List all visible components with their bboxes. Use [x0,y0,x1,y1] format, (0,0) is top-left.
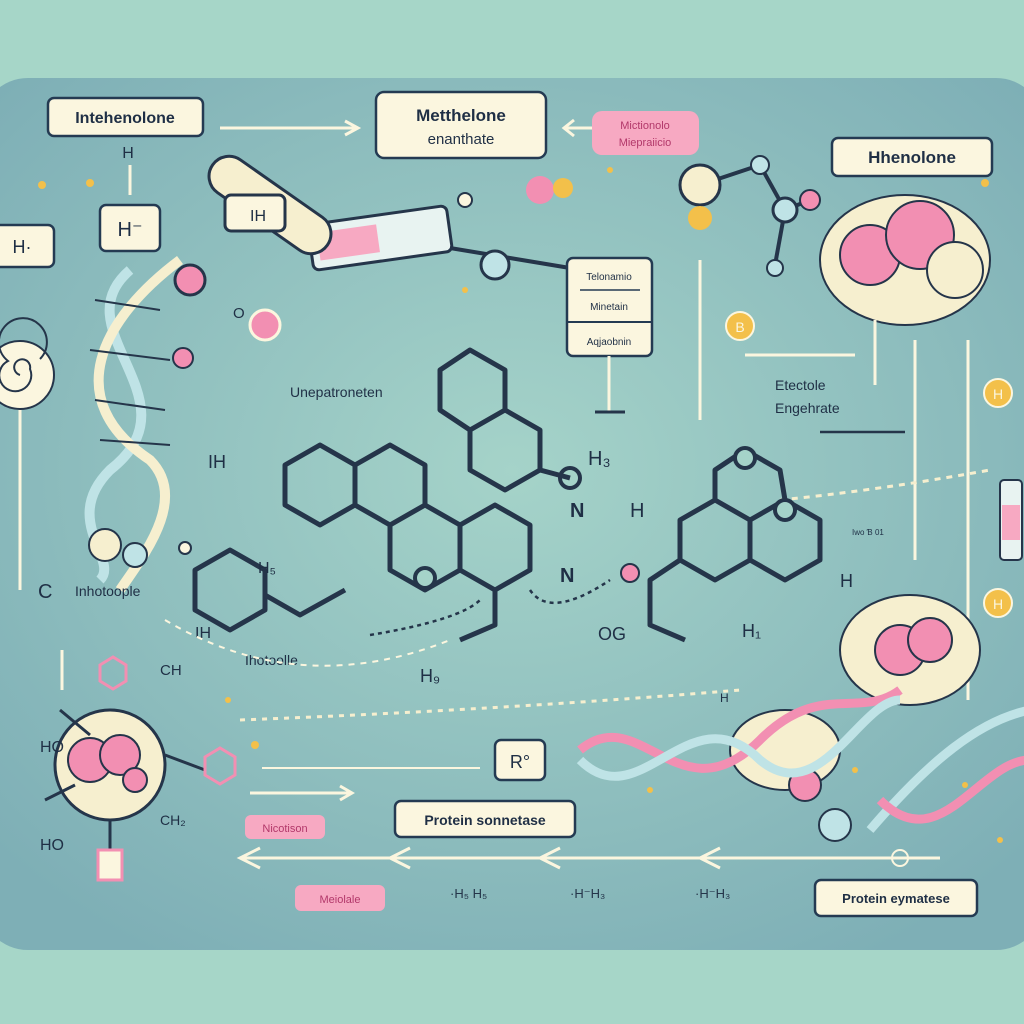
box-metthelone-enanthate: Metthelone enanthate [374,90,548,160]
box-intehenolone: Intehenolone [46,96,205,138]
h5-label: H₅ [258,560,276,577]
box-label: Intehenolone [75,110,175,127]
spiral-icon [0,317,55,590]
b-circle-label: B [735,319,744,335]
pink-label-line2: Miepraiicio [619,137,672,149]
n-label: N [570,500,584,522]
hh-label: IH [208,452,226,472]
right-title-line1: Etectole [775,377,826,393]
protein-box-1 [393,799,577,839]
h-left-label: H· [13,237,32,257]
h-box-label: H⁻ [118,219,143,241]
bottom-molecule-label: Ihotoolle [245,652,298,668]
center-title: Unepatroneten [290,384,383,400]
ch2-label: CH₂ [160,812,186,828]
formula-text: ·H⁻H₃ [695,886,730,901]
h-box [98,203,162,253]
pink-label-top: Mictionolo Miepraiicio [592,111,699,155]
central-molecule [192,347,823,643]
box-hhenolone: Hhenolone [830,136,994,178]
molecule-top-right [457,155,821,277]
o-label: O [233,305,245,322]
small-note: Iwo Ɓ 01 [852,528,884,537]
n-label: N [560,565,574,587]
pink-label-meiolale [295,885,385,911]
h-mid-label: H [720,691,729,705]
pink-label-text: Meiolale [320,894,361,906]
box-label-line2: enanthate [428,131,495,148]
vial-icon [999,479,1023,561]
r-box [493,738,547,782]
h-right-label: H [840,571,853,591]
side-panel-item: Minetain [590,302,628,313]
r-box-label: R° [510,752,530,772]
og-label: OG [598,624,626,644]
right-title-line2: Engehrate [775,400,840,416]
h9-label: H₉ [420,666,440,686]
protein-box-1-label: Protein sonnetase [424,812,546,828]
capsule-icon [207,154,333,256]
protein-cloud-top [819,194,991,326]
arrow-head [561,118,575,138]
h-circle-label: H [993,596,1003,612]
box-label: Hhenolone [868,148,956,167]
ho-label: HO [40,739,64,756]
h1-label: H₁ [742,621,761,641]
ho-label: HO [40,837,64,854]
side-panel: Telonamio Minetain Aqjaobnin [565,256,654,414]
h-circle-label: H [993,386,1003,402]
protein-cloud-bottom [729,594,981,842]
h-left-box [0,223,56,269]
left-molecule-label: Inhotoople [75,583,141,599]
side-panel-item: Aqjaobnin [587,337,631,348]
c-label: C [38,581,52,603]
h-n-label: H [630,500,644,522]
pink-label-text: Nicotison [262,823,307,835]
arrow-head [344,119,362,137]
pink-label-nicotison [245,815,325,839]
formula-text: ·H₅ H₅ [450,886,487,901]
dna-helix-bottom [576,686,1024,833]
box-label-line1: Metthelone [416,106,506,125]
decorative-dots [38,167,1003,843]
protein-box-2 [813,878,979,918]
protein-box-2-label: Protein eymatese [842,891,950,906]
formula-text: ·H⁻H₃ [570,886,605,901]
h-small-label: H [122,145,134,162]
ih-lower-label: IH [195,625,211,642]
h3-label: H₃ [588,448,611,470]
side-panel-item: Telonamio [586,272,632,283]
protein-sphere-left [44,655,237,882]
pink-label-line1: Mictionolo [620,120,670,132]
ih-label: IH [250,208,266,225]
ch-label: CH [160,662,182,679]
